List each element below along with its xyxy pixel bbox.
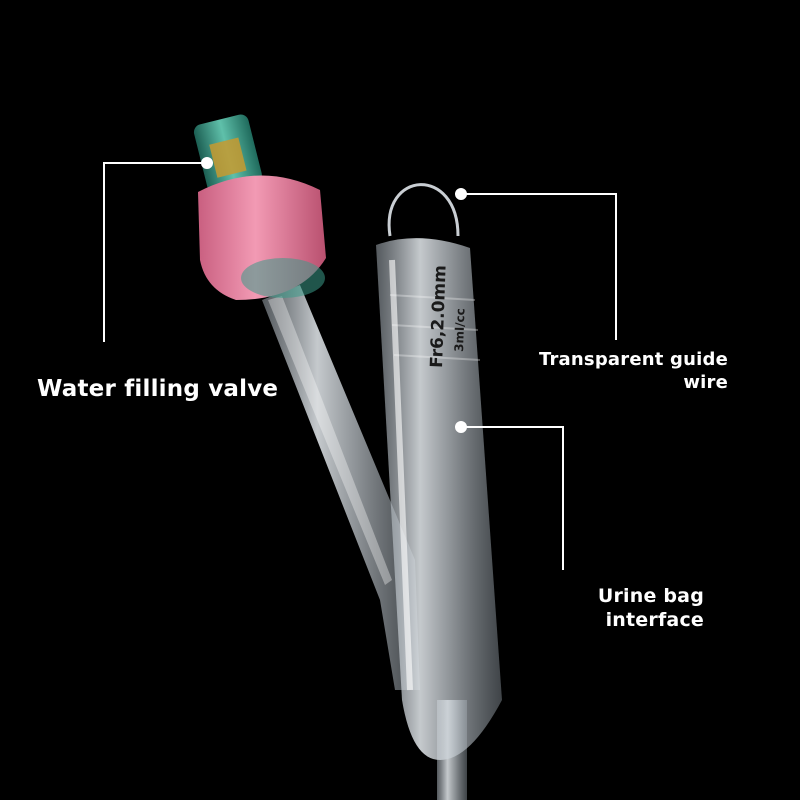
callout-line-valve [103, 157, 213, 342]
urine-bag-label-line1: Urine bag [597, 585, 704, 607]
guide-wire-label-line2: wire [683, 372, 728, 393]
urine-bag-label-line2: interface [605, 609, 704, 631]
urine-bag-interface-label: Urine bag interface [598, 584, 704, 632]
size-marking: Fr6,2.0mm [427, 265, 451, 368]
water-filling-valve [193, 114, 326, 300]
water-filling-valve-label: Water filling valve [37, 376, 279, 402]
water-filling-arm [262, 285, 420, 690]
callout-line-urine-bag [455, 421, 564, 570]
guide-wire-label-line1: Transparent guide [538, 349, 728, 370]
urine-bag-funnel [376, 238, 502, 760]
capacity-marking: 3ml/cc [452, 308, 468, 352]
callout-line-guide-wire [455, 188, 617, 340]
guide-wire-loop [387, 183, 460, 237]
transparent-guide-wire-label: Transparent guide wire [539, 348, 728, 394]
